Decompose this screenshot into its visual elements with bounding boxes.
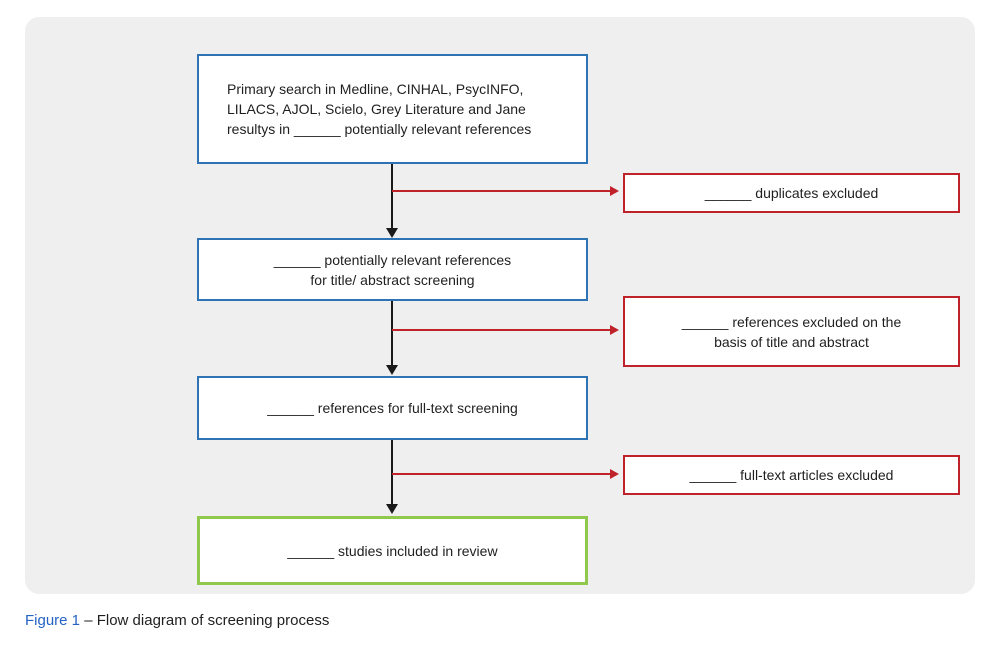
down-arrow-head-icon bbox=[386, 228, 398, 238]
flow-box-included-studies: ______ studies included in review bbox=[197, 516, 588, 585]
figure-caption-label: Figure 1 bbox=[25, 612, 81, 629]
flow-box-title-abstract-screening: ______ potentially relevant references f… bbox=[197, 238, 588, 301]
exclusion-arrow-line-3 bbox=[392, 473, 611, 475]
diagram-panel: Primary search in Medline, CINHAL, PsycI… bbox=[25, 17, 975, 594]
right-arrow-head-icon bbox=[610, 469, 619, 479]
down-arrow-line-3 bbox=[391, 440, 393, 505]
exclusion-box-title-abstract: ______ references excluded on the basis … bbox=[623, 296, 960, 367]
down-arrow-head-icon bbox=[386, 365, 398, 375]
exclusion-arrow-line-1 bbox=[392, 190, 611, 192]
flow-box-fulltext-screening: ______ references for full-text screenin… bbox=[197, 376, 588, 440]
exclusion-arrow-line-2 bbox=[392, 329, 611, 331]
exclusion-box-fulltext: ______ full-text articles excluded bbox=[623, 455, 960, 495]
right-arrow-head-icon bbox=[610, 325, 619, 335]
down-arrow-line-1 bbox=[391, 164, 393, 229]
figure-caption: Figure 1 – Flow diagram of screening pro… bbox=[25, 612, 329, 629]
right-arrow-head-icon bbox=[610, 186, 619, 196]
figure-caption-text: – Flow diagram of screening process bbox=[84, 612, 330, 629]
down-arrow-head-icon bbox=[386, 504, 398, 514]
down-arrow-line-2 bbox=[391, 301, 393, 366]
flow-box-primary-search: Primary search in Medline, CINHAL, PsycI… bbox=[197, 54, 588, 164]
exclusion-box-duplicates: ______ duplicates excluded bbox=[623, 173, 960, 213]
